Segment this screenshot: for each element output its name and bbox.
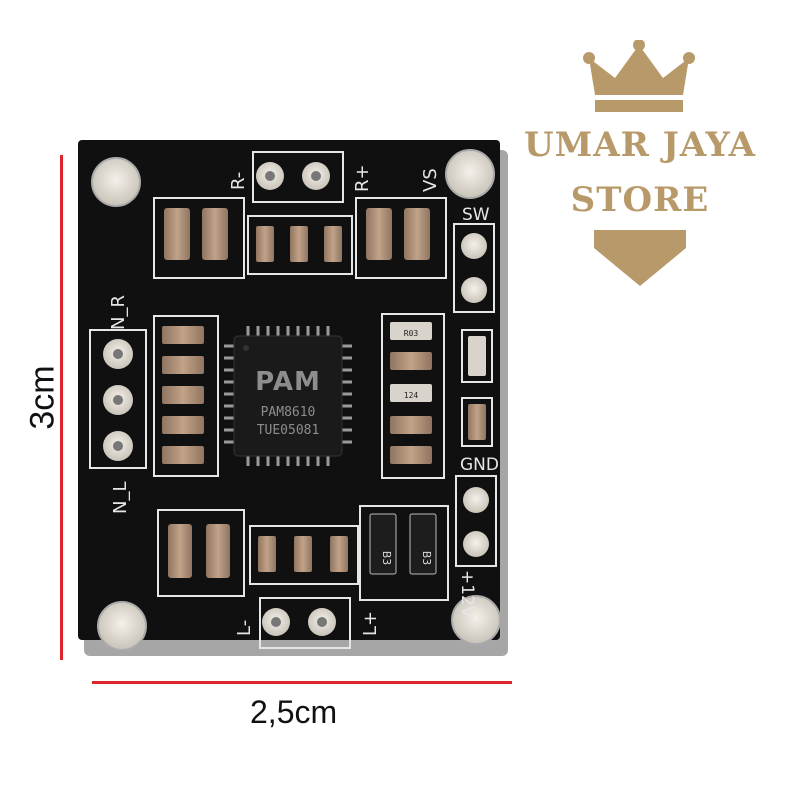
connector-right-output: [252, 151, 344, 203]
crown-icon: [583, 40, 695, 112]
pin-label-vs: VS: [420, 168, 441, 192]
brand-name-line2: STORE: [570, 180, 710, 220]
connector-switch: [453, 223, 495, 313]
pin-label-gnd: GND: [460, 455, 499, 475]
capacitors-top-right: [355, 197, 447, 279]
height-measure-label: 3cm: [23, 365, 62, 430]
diodes: [359, 505, 449, 601]
smd-row-bottom: [249, 525, 359, 585]
brand-name-line1: UMAR JAYA: [523, 125, 756, 165]
smd-right-edge: [461, 329, 493, 447]
pin-label-l-minus: L-: [234, 620, 255, 636]
capacitors-top-left: [153, 197, 245, 279]
component-mark: R03: [404, 329, 419, 338]
width-measure-line: [92, 681, 512, 684]
chip-code: TUE05081: [257, 423, 320, 438]
store-logo: UMAR JAYA STORE: [500, 40, 780, 300]
chip-logo: PAM: [255, 367, 321, 397]
pin-label-sw: SW: [462, 205, 490, 225]
connector-power: [455, 475, 497, 567]
mounting-holes: [91, 149, 501, 651]
chevron-down-icon: [594, 230, 686, 286]
resistors-right: [381, 313, 445, 479]
component-mark: 124: [404, 391, 419, 400]
resistors-left: [153, 315, 219, 477]
pin-label-n-r: N_R: [108, 295, 129, 330]
width-measure-label: 2,5cm: [250, 694, 338, 730]
smd-row-top: [247, 215, 353, 275]
amplifier-board: PAM PAM8610 TUE05081 R03 124 B3 B3 R- R+…: [78, 140, 508, 656]
amplifier-chip: PAM PAM8610 TUE05081: [224, 326, 352, 466]
component-mark: B3: [420, 551, 433, 566]
pin-label-n-l: N_L: [110, 482, 131, 515]
pin-label-r-plus: R+: [352, 164, 373, 192]
pin-label-l-plus: L+: [360, 611, 381, 636]
connector-input: [89, 329, 147, 469]
connector-left-output: [259, 597, 351, 649]
pin-label-r-minus: R-: [228, 172, 249, 190]
chip-model: PAM8610: [261, 405, 316, 420]
component-mark: B3: [380, 551, 393, 566]
height-measure-line: [60, 155, 63, 660]
pin-label-12v: +12V: [457, 570, 477, 618]
capacitors-bottom-left: [157, 509, 245, 597]
